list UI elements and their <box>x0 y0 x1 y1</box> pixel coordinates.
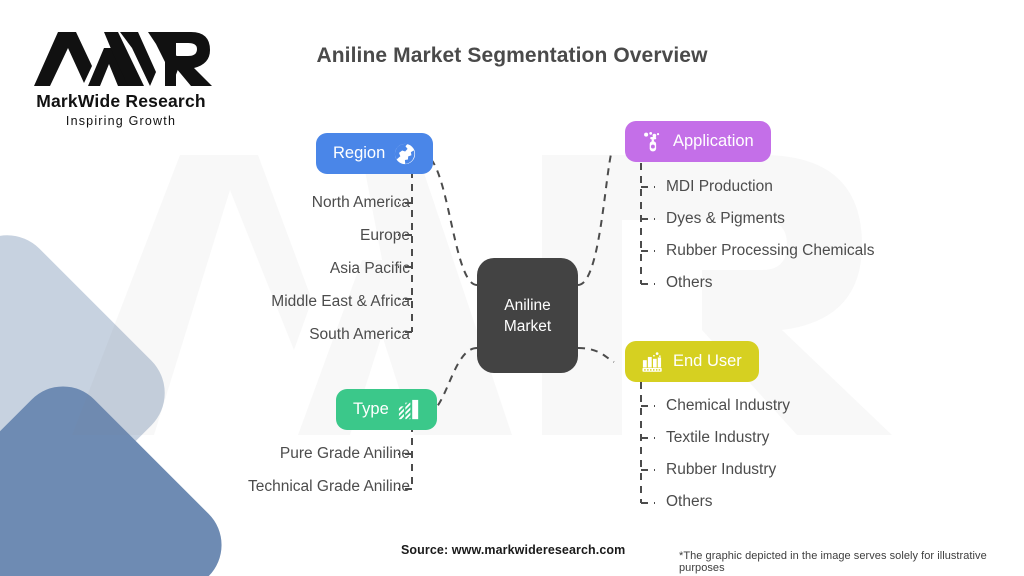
list-item: MDI Production <box>666 178 773 195</box>
list-item: Textile Industry <box>666 429 770 446</box>
center-node-aniline-market: Aniline Market <box>477 258 578 373</box>
page-title: Aniline Market Segmentation Overview <box>316 44 708 67</box>
list-item: North America <box>311 194 410 211</box>
list-item: Dyes & Pigments <box>666 210 785 227</box>
list-item: Rubber Industry <box>666 461 777 478</box>
list-item: Others <box>666 493 713 510</box>
spray-bottle-icon <box>642 131 664 153</box>
bar-chart-icon <box>398 399 420 421</box>
category-pill-region[interactable]: Region <box>316 133 434 174</box>
list-item: Technical Grade Aniline <box>248 478 410 495</box>
leaf-list-application: MDI Production Dyes & Pigments Rubber Pr… <box>666 179 874 307</box>
factory-icon <box>642 351 664 373</box>
leaf-list-region: North America Europe Asia Pacific Middle… <box>271 195 410 360</box>
list-item: Others <box>666 274 713 291</box>
leaf-list-enduser: Chemical Industry Textile Industry Rubbe… <box>666 398 790 526</box>
logo-company-name: MarkWide Research <box>36 91 206 111</box>
center-node-line2: Market <box>503 317 552 335</box>
logo-mark-icon <box>34 32 212 86</box>
source-text: Source: www.markwideresearch.com <box>401 543 626 557</box>
category-label-type: Type <box>353 400 389 418</box>
brand-logo: MarkWide Research Inspiring Growth <box>28 28 214 128</box>
center-node-line1: Aniline <box>504 296 551 314</box>
list-item: Chemical Industry <box>666 397 791 414</box>
category-pill-enduser[interactable]: End User <box>625 341 759 382</box>
list-item: South America <box>309 326 410 343</box>
category-pill-type[interactable]: Type <box>336 389 437 430</box>
leaf-list-type: Pure Grade Aniline Technical Grade Anili… <box>248 446 410 512</box>
globe-icon <box>394 143 416 165</box>
category-pill-application[interactable]: Application <box>625 121 771 162</box>
category-label-enduser: End User <box>673 352 742 370</box>
logo-tagline: Inspiring Growth <box>65 114 177 128</box>
category-label-region: Region <box>333 144 386 162</box>
category-label-application: Application <box>673 132 754 150</box>
list-item: Rubber Processing Chemicals <box>666 242 875 259</box>
list-item: Pure Grade Aniline <box>279 445 410 462</box>
list-item: Europe <box>360 227 410 244</box>
list-item: Middle East & Africa <box>271 293 410 310</box>
list-item: Asia Pacific <box>329 260 410 277</box>
disclaimer-text: *The graphic depicted in the image serve… <box>679 550 987 574</box>
